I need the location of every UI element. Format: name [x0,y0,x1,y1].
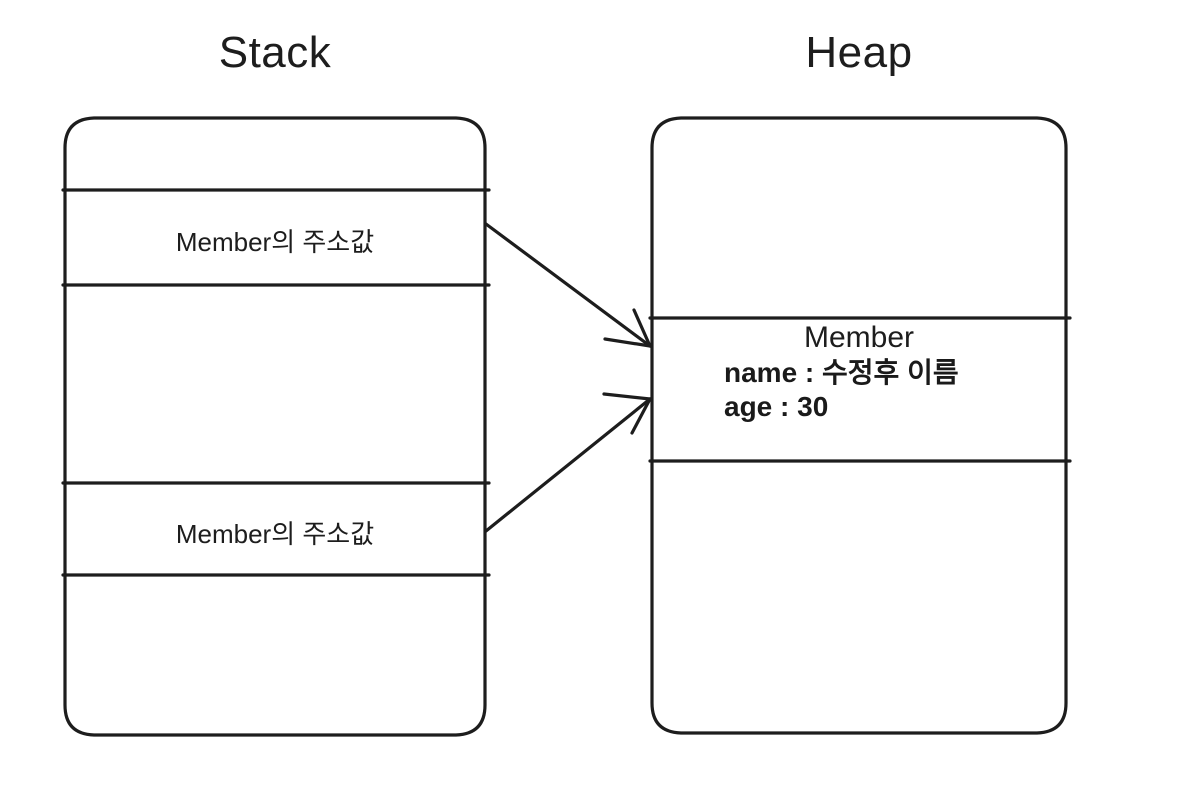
arrow-stack-slot-2-to-heap-object [484,392,652,533]
stack-container-outline [63,116,487,737]
stack-cell-member-address-2: Member의 주소값 [175,519,375,549]
heap-object-member: Member name : 수정후 이름 age : 30 [654,320,1064,460]
arrow-stack-slot-1-to-heap-object [484,222,652,348]
stack-cell-member-address-1: Member의 주소값 [175,227,375,257]
heap-container-outline [650,116,1068,735]
heap-region-title: Heap [805,28,913,77]
stack-region-title: Stack [218,28,332,77]
heap-object-field-name: name : 수정후 이름 [724,357,959,388]
heap-object-field-age: age : 30 [724,391,829,422]
heap-object-title: Member [803,321,915,354]
